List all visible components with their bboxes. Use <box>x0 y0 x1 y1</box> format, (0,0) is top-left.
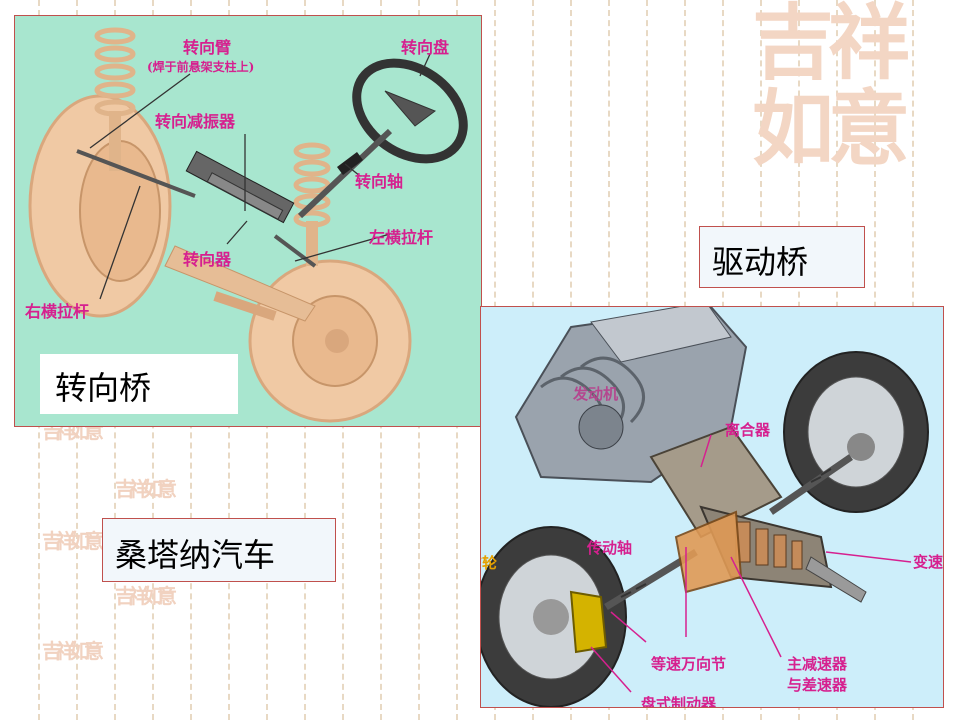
seal-text: 吉祥如意 <box>115 477 177 501</box>
callout-drive-shaft: 传动轴 <box>587 539 633 557</box>
decorative-seal-small-2: 吉祥如意 <box>115 477 177 501</box>
drive-axle-figure: 发动机 离合器 传动轴 前轮 变速器 等速万向节 主减速器 与差速器 盘式制动器 <box>480 306 944 708</box>
decorative-seal-small-5: 吉祥如意 <box>42 639 104 663</box>
drivetrain-illustration <box>481 307 929 707</box>
santana-label-text: 桑塔纳汽车 <box>115 536 276 574</box>
seal-text: 吉祥如意 <box>42 529 104 553</box>
steering-axle-label: 转向桥 <box>40 354 238 414</box>
decorative-seal-large: 吉祥如意 <box>752 0 952 172</box>
callout-steering-arm: 转向臂 <box>183 38 232 57</box>
seal-text: 吉祥如意 <box>42 639 104 663</box>
callout-steering-damper: 转向减振器 <box>155 112 236 131</box>
callout-disc-brake: 盘式制动器 <box>641 695 717 708</box>
santana-label: 桑塔纳汽车 <box>102 518 336 582</box>
steering-axle-label-text: 转向桥 <box>55 369 152 407</box>
callout-final-drive-line2: 与差速器 <box>787 676 848 694</box>
callout-steering-arm-note: (焊于前悬架支柱上) <box>147 60 255 74</box>
callout-steering-shaft: 转向轴 <box>355 172 404 191</box>
callout-transmission-partial: 变速器 <box>913 553 944 571</box>
seal-text: 吉祥如意 <box>115 584 177 608</box>
decorative-seal-small-3: 吉祥如意 <box>42 529 104 553</box>
callout-steering-gear: 转向器 <box>183 250 232 269</box>
steering-axle-figure: 转向臂 (焊于前悬架支柱上) 转向盘 转向减振器 转向轴 左横拉杆 转向器 右横… <box>14 15 482 427</box>
drive-axle-label-text: 驱动桥 <box>712 243 809 281</box>
seal-text: 吉祥如意 <box>752 0 910 177</box>
callout-steering-wheel: 转向盘 <box>401 38 450 57</box>
callout-engine: 发动机 <box>573 385 619 403</box>
callout-right-tie-rod: 右横拉杆 <box>25 302 90 321</box>
decorative-seal-small-4: 吉祥如意 <box>115 584 177 608</box>
steering-system-illustration <box>28 27 468 423</box>
callout-final-drive-line1: 主减速器 <box>787 655 848 673</box>
callout-front-wheel-partial: 前轮 <box>481 554 498 572</box>
callout-left-tie-rod: 左横拉杆 <box>369 228 434 247</box>
callout-cv-joint: 等速万向节 <box>651 655 727 673</box>
drive-axle-label: 驱动桥 <box>699 226 865 288</box>
callout-clutch: 离合器 <box>725 421 771 439</box>
